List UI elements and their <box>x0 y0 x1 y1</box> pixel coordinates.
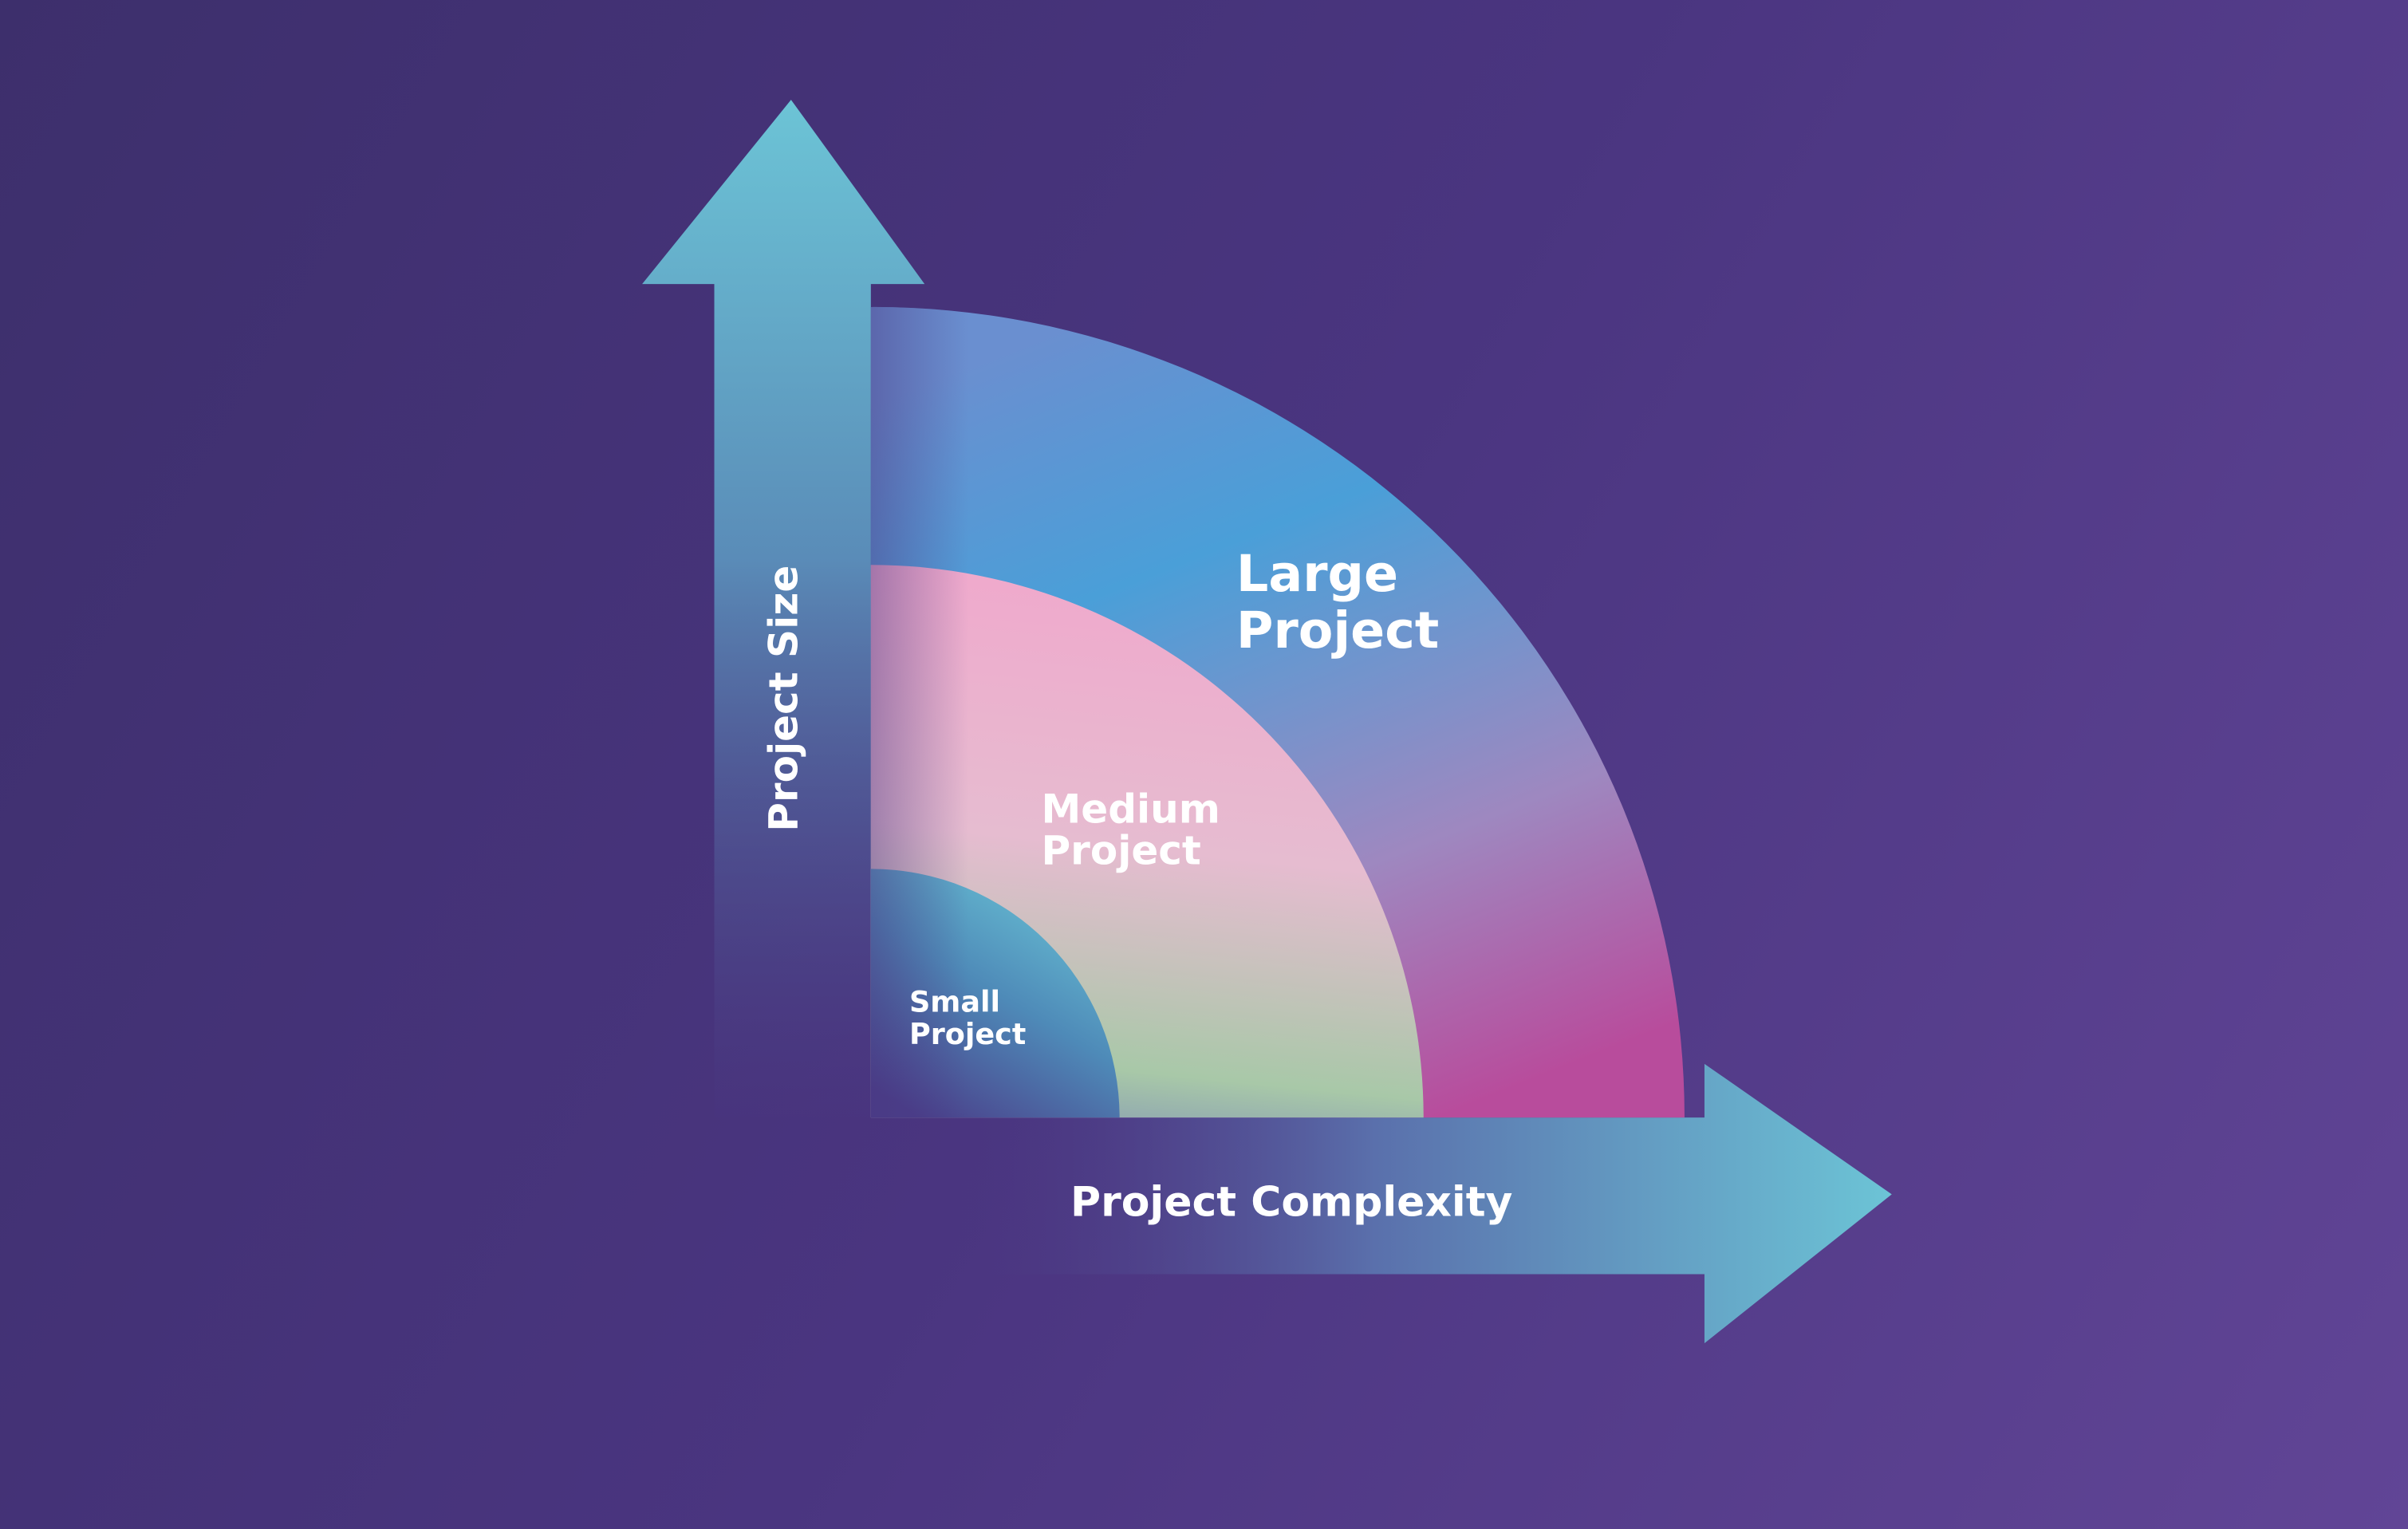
y-axis-arrow <box>642 100 925 1118</box>
small-project-label: Small Project <box>909 984 1026 1050</box>
region-edge-shade <box>870 306 1685 1118</box>
y-axis-label: Project Size <box>760 565 806 832</box>
x-axis-arrow <box>952 1063 1892 1344</box>
medium-project-label: Medium Project <box>1041 786 1234 874</box>
large-project-label: Large Project <box>1236 544 1439 660</box>
x-axis-label: Project Complexity <box>1070 1178 1512 1226</box>
